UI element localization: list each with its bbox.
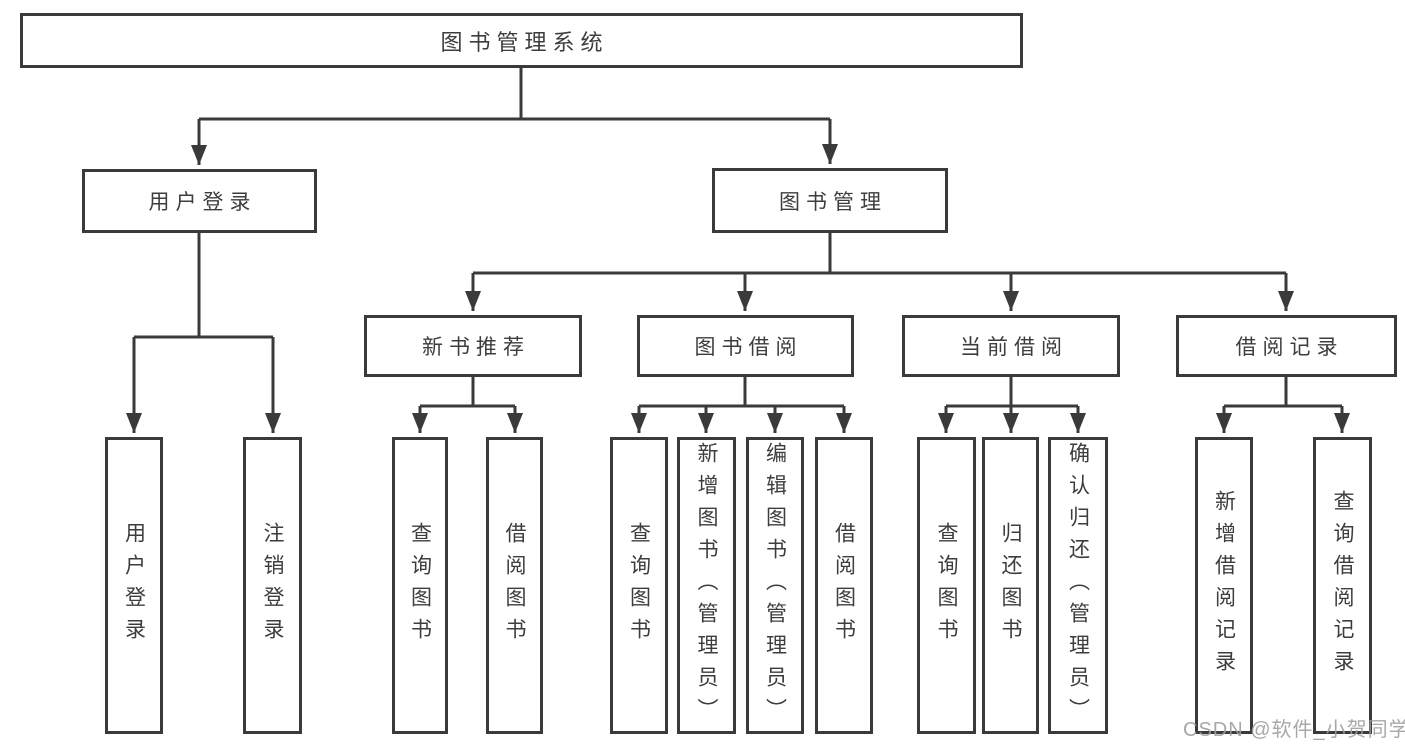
node-query-books-2: 查询图书	[610, 437, 668, 734]
node-root-label: 图书管理系统	[440, 29, 609, 55]
node-query-borrow-record: 查询借阅记录	[1313, 437, 1372, 734]
node-new-book-recommend: 新书推荐	[364, 315, 582, 377]
node-confirm-return-admin: 确认归还（管理员）	[1048, 437, 1108, 734]
node-edit-books-admin: 编辑图书（管理员）	[746, 437, 804, 734]
node-query-books-1-label: 查询图书	[408, 521, 432, 650]
node-book-management: 图书管理	[712, 168, 948, 233]
node-logout-action: 注销登录	[243, 437, 302, 734]
node-borrow-books-2-label: 借阅图书	[832, 521, 856, 650]
node-add-borrow-record: 新增借阅记录	[1195, 437, 1253, 734]
node-borrow-books-1: 借阅图书	[486, 437, 543, 734]
node-logout-action-label: 注销登录	[261, 521, 284, 650]
node-book-borrowing: 图书借阅	[637, 315, 854, 377]
node-add-books-admin-label: 新增图书（管理员）	[695, 441, 718, 730]
node-user-login-action-label: 用户登录	[122, 521, 146, 650]
node-book-borrowing-label: 图书借阅	[694, 336, 803, 359]
node-return-books: 归还图书	[982, 437, 1039, 734]
node-book-management-label: 图书管理	[779, 190, 887, 214]
node-borrow-books-2: 借阅图书	[815, 437, 873, 734]
node-edit-books-admin-label: 编辑图书（管理员）	[763, 441, 787, 730]
node-user-login: 用户登录	[82, 169, 317, 233]
csdn-watermark: CSDN @软件_小贺同学	[1183, 719, 1405, 741]
node-user-login-action: 用户登录	[105, 437, 163, 734]
node-new-book-recommend-label: 新书推荐	[422, 336, 530, 359]
node-query-books-2-label: 查询图书	[627, 521, 651, 650]
node-borrowing-records-label: 借阅记录	[1235, 336, 1344, 359]
node-user-login-label: 用户登录	[148, 191, 257, 214]
node-query-books-3-label: 查询图书	[935, 521, 958, 650]
node-confirm-return-admin-label: 确认归还（管理员）	[1066, 441, 1090, 730]
node-query-borrow-record-label: 查询借阅记录	[1331, 489, 1354, 682]
node-add-borrow-record-label: 新增借阅记录	[1212, 489, 1236, 682]
node-query-books-3: 查询图书	[917, 437, 976, 734]
node-current-borrowing: 当前借阅	[902, 315, 1120, 377]
node-borrow-books-1-label: 借阅图书	[503, 521, 526, 650]
node-borrowing-records: 借阅记录	[1176, 315, 1397, 377]
node-add-books-admin: 新增图书（管理员）	[677, 437, 736, 734]
node-query-books-1: 查询图书	[392, 437, 448, 734]
node-current-borrowing-label: 当前借阅	[960, 336, 1068, 359]
node-return-books-label: 归还图书	[999, 521, 1022, 650]
node-root: 图书管理系统	[20, 13, 1023, 68]
